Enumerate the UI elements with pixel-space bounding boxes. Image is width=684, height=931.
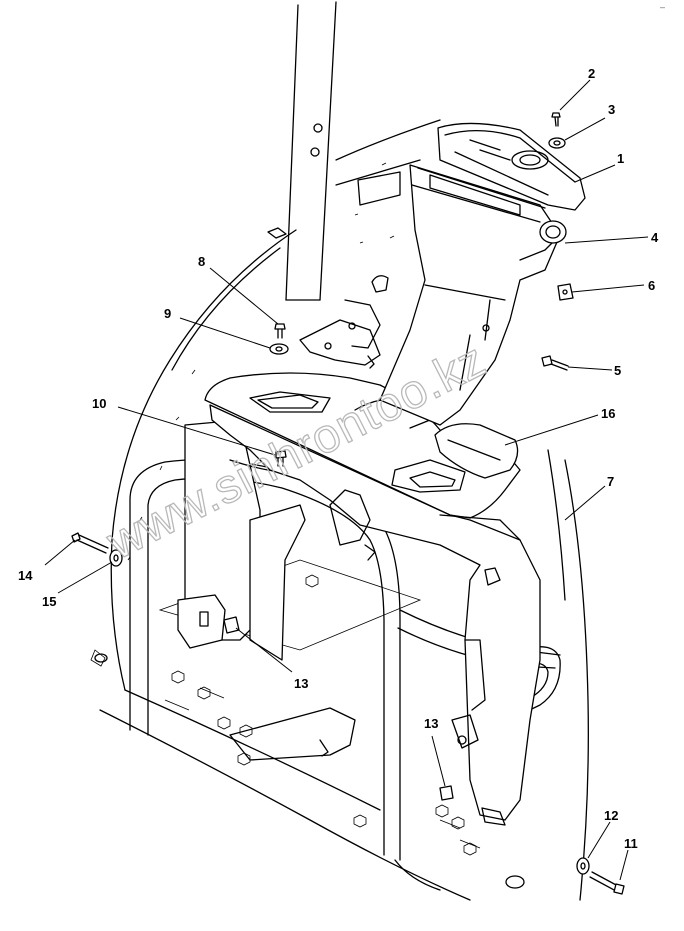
console-body: [204, 372, 541, 826]
bolt-14: [71, 532, 109, 554]
callout-6: 6: [648, 278, 655, 293]
clip-nut-6: [557, 283, 574, 301]
cab-rear-wall: [267, 119, 441, 244]
bolt-11: [589, 871, 625, 895]
air-duct: [379, 164, 567, 426]
screw-2: [551, 112, 561, 127]
bolt-8: [274, 323, 286, 339]
callout-2: 2: [588, 66, 595, 81]
callout-5: 5: [614, 363, 621, 378]
washer-15: [109, 549, 123, 567]
callout-7: 7: [607, 474, 614, 489]
cab-floor-outline: [90, 229, 589, 901]
callout-3: 3: [608, 102, 615, 117]
callout-labels: 2 3 1 4 6 5 16 7 8 9 10 13 13 12 11 14 1…: [18, 66, 659, 851]
rear-brackets: [177, 419, 331, 661]
washer-9: [269, 343, 289, 355]
floor-plate: [94, 559, 525, 891]
callout-10: 10: [92, 396, 106, 411]
washer-12: [576, 857, 590, 875]
bolt-5: [541, 355, 569, 371]
callout-9: 9: [164, 306, 171, 321]
duct-bracket: [299, 275, 389, 369]
washer-3: [548, 137, 566, 149]
callout-1: 1: [617, 151, 624, 166]
callout-13b: 13: [424, 716, 438, 731]
grille-louver: [434, 423, 519, 479]
callout-11: 11: [624, 836, 638, 851]
duct-cap: [437, 122, 586, 211]
callout-8: 8: [198, 254, 205, 269]
callout-4: 4: [651, 230, 659, 245]
callout-14: 14: [18, 568, 33, 583]
callout-15: 15: [42, 594, 56, 609]
cab-pillar: [285, 1, 337, 301]
callout-13a: 13: [294, 676, 308, 691]
callout-12: 12: [604, 808, 618, 823]
bolt-10: [275, 450, 287, 467]
corner-mark: –: [660, 2, 665, 12]
clip-13a: [223, 616, 240, 634]
callout-16: 16: [601, 406, 615, 421]
leader-lines: [44, 79, 649, 881]
clip-13b: [439, 785, 454, 801]
